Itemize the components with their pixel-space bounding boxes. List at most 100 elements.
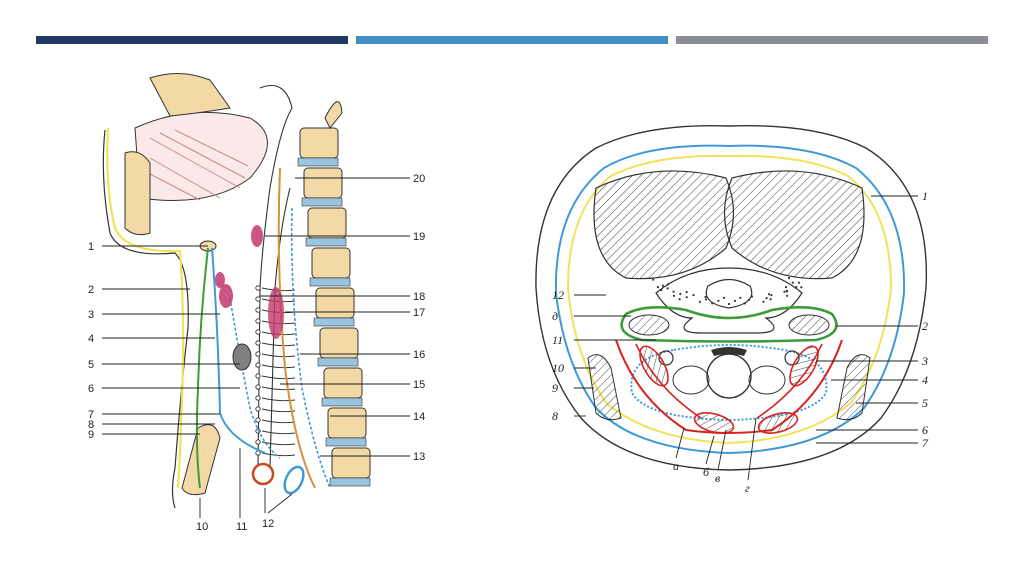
trachea-ring	[261, 397, 296, 402]
vessel-ring-blue	[283, 465, 305, 495]
muscle-left-scalene	[639, 345, 669, 387]
right-fig-leaders	[574, 195, 918, 481]
skin-outline	[535, 124, 928, 471]
intervertebral-disc	[317, 357, 359, 367]
bone-dot	[795, 286, 798, 289]
bone-dot	[797, 281, 801, 284]
bone-dot	[704, 295, 707, 299]
fascia-blue-dashed	[229, 297, 281, 459]
tracheal-cartilage	[255, 395, 261, 401]
vertebra-body	[303, 167, 343, 199]
bone-dot	[787, 276, 791, 280]
bone-dot	[656, 286, 659, 289]
label-left-8: 8	[88, 419, 94, 431]
esophagus	[711, 347, 747, 356]
muscle-right-lateral	[836, 354, 871, 421]
dens-process	[324, 101, 343, 129]
label-bottom-г: г	[745, 481, 750, 495]
skull-base-bone	[149, 73, 231, 117]
tracheal-cartilage	[255, 285, 261, 291]
accent-bar-blue	[356, 36, 668, 44]
leaders-bottom	[199, 448, 293, 518]
trachea-ring	[261, 386, 296, 391]
pharyngeal-node-1	[219, 284, 233, 308]
label-left-11: 11	[552, 333, 563, 347]
muscle-left-strap	[693, 412, 735, 434]
label-bottom-10: 10	[196, 521, 208, 533]
label-left-8: 8	[552, 409, 558, 423]
label-right-2: 2	[922, 319, 928, 333]
label-right-15: 15	[413, 379, 425, 391]
bone-dot	[783, 290, 786, 293]
vertebra-body	[315, 287, 355, 319]
trachea-ring	[261, 441, 296, 446]
bone-dot	[733, 299, 737, 302]
label-left-д: д	[552, 309, 558, 323]
fascia-blue-pretracheal	[211, 247, 266, 454]
label-right-5: 5	[922, 396, 928, 410]
label-right-20: 20	[413, 173, 425, 185]
tracheal-cartilage	[255, 329, 261, 335]
header-accent-bars	[36, 36, 988, 44]
bone-dot	[762, 300, 765, 303]
tracheal-cartilage	[255, 340, 261, 346]
pharyngeal-node-2	[268, 287, 284, 339]
tracheal-cartilage	[255, 439, 261, 445]
tracheal-cartilage	[255, 307, 261, 313]
scm-right	[788, 314, 830, 336]
bone-dot	[786, 294, 789, 297]
bone-dot	[785, 289, 788, 293]
leaders-right	[260, 177, 410, 457]
label-bottom-11: 11	[236, 521, 247, 533]
label-right-17: 17	[413, 307, 425, 319]
bone-dot	[679, 292, 682, 296]
intervertebral-disc	[309, 277, 351, 287]
bone-dot	[767, 293, 771, 296]
label-right-18: 18	[413, 291, 425, 303]
bone-dot	[784, 286, 788, 289]
bone-dot	[800, 286, 803, 289]
retropharyngeal-node	[215, 272, 225, 288]
bone-dot	[652, 278, 655, 281]
face-outline	[102, 129, 189, 509]
sternum-bone	[181, 424, 221, 496]
tracheal-cartilage	[255, 362, 261, 368]
label-left-2: 2	[88, 284, 94, 296]
label-left-1: 1	[88, 241, 94, 253]
label-left-6: 6	[88, 383, 94, 395]
tracheal-cartilage	[255, 384, 261, 390]
trachea-ring	[706, 353, 752, 399]
thyroid-lobe-right	[748, 365, 786, 395]
label-left-7: 7	[88, 409, 94, 421]
label-bottom-а: а	[673, 459, 679, 473]
label-right-1: 1	[922, 189, 928, 203]
label-bottom-12: 12	[262, 518, 274, 530]
label-left-12: 12	[552, 288, 564, 302]
bone-dot	[739, 296, 742, 299]
label-left-10: 10	[552, 361, 564, 375]
label-right-19: 19	[413, 231, 425, 243]
bone-dot	[704, 298, 708, 301]
intervertebral-disc	[329, 477, 371, 487]
vertebra-body	[331, 447, 371, 479]
bone-dot	[743, 302, 746, 305]
bone-dot	[685, 291, 688, 294]
intervertebral-disc	[321, 397, 363, 407]
bone-dot	[698, 300, 701, 303]
label-right-14: 14	[413, 411, 425, 423]
fascia-yellow-superficial	[106, 127, 185, 489]
bone-dot	[711, 302, 714, 305]
label-right-16: 16	[413, 349, 425, 361]
scm-left	[628, 314, 670, 336]
thyroid-cartilage	[232, 343, 252, 371]
leader-line	[675, 427, 685, 459]
tracheal-cartilage	[255, 351, 261, 357]
bone-dot	[722, 296, 726, 299]
trachea-ring	[261, 353, 296, 358]
vertebra-body	[323, 367, 363, 399]
bone-dot	[692, 294, 695, 297]
